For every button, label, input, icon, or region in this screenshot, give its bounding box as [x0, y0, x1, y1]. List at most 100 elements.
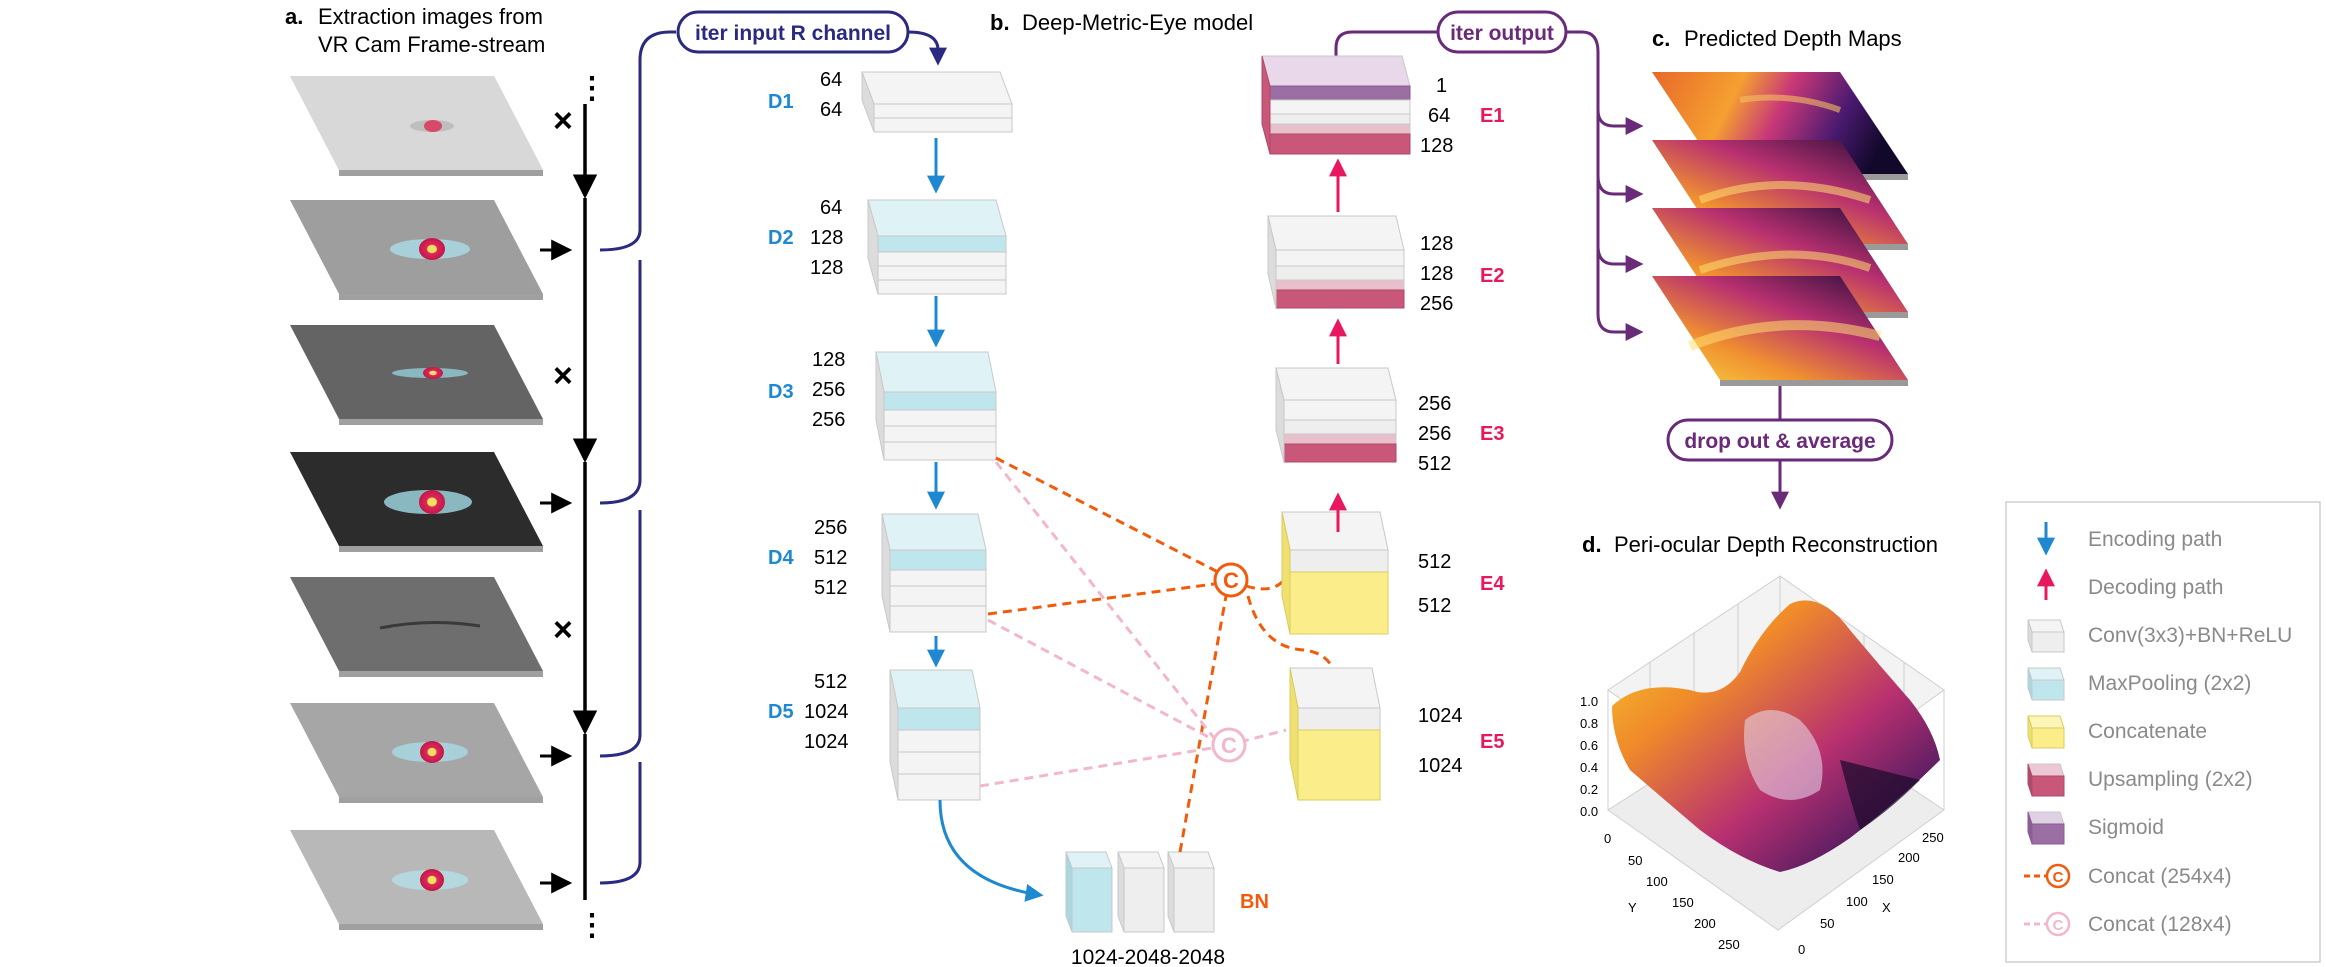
legend-label-conv: Conv(3x3)+BN+ReLU: [2088, 624, 2292, 647]
bottleneck-dims: 1024-2048-2048: [1071, 946, 1225, 967]
legend-label-upsampling: Upsampling (2x2): [2088, 768, 2253, 791]
panel-a-title-line2: VR Cam Frame-stream: [318, 32, 545, 57]
y-tick-5: 200: [1694, 916, 1716, 931]
e5-channel-2: 1024: [1418, 755, 1463, 777]
iter-output-label: iter output: [1450, 22, 1554, 45]
x-tick-2: 50: [1820, 916, 1834, 931]
encoder-block-d5: [889, 669, 981, 801]
e2-channel-3: 256: [1420, 293, 1453, 315]
panel-a: a. Extraction images from VR Cam Frame-s…: [285, 4, 676, 942]
panel-c-letter: c.: [1652, 26, 1670, 51]
d5-channel-1: 512: [814, 671, 847, 693]
frame-3: [290, 325, 543, 425]
legend-label-sigmoid: Sigmoid: [2088, 816, 2164, 839]
purple-block-icon: [2027, 811, 2065, 845]
y-axis-label: Y: [1628, 900, 1637, 915]
fan-arrows: [1566, 30, 1644, 341]
d3-channel-2: 256: [812, 379, 845, 401]
ellipsis-bottom: ⋮: [577, 909, 607, 942]
bracket-connector: [599, 30, 676, 252]
d4-channel-2: 512: [814, 547, 847, 569]
d2-channel-1: 64: [820, 197, 842, 219]
iter-output-link: [1334, 30, 1438, 72]
decoder-block-e2: [1267, 215, 1405, 309]
panel-a-title-line1: Extraction images from: [318, 4, 543, 29]
panel-b-letter: b.: [990, 10, 1010, 35]
encoder-block-d3: [875, 351, 997, 461]
reject-mark-1: ×: [553, 102, 573, 140]
d4-channel-3: 512: [814, 577, 847, 599]
dropout-label: drop out & average: [1684, 430, 1875, 453]
e4-channel-2: 512: [1418, 595, 1451, 617]
panel-d-letter: d.: [1582, 532, 1602, 557]
x-axis-label: X: [1882, 900, 1891, 915]
legend-labels: Encoding path Decoding path Conv(3x3)+BN…: [2088, 528, 2292, 936]
e5-channel-1: 1024: [1418, 705, 1463, 727]
svg-text:C: C: [2053, 917, 2064, 934]
legend-label-concat-128: Concat (128x4): [2088, 913, 2232, 936]
x-tick-4: 150: [1872, 872, 1894, 887]
encoder-block-d1: [861, 71, 1013, 133]
encoder-block-d2: [867, 199, 1007, 295]
light-pink-concat-icon: C: [2024, 911, 2071, 937]
bottleneck-blocks: [1065, 851, 1215, 933]
e2-channel-2: 128: [1420, 263, 1453, 285]
d5-channel-2: 1024: [804, 701, 849, 723]
iter-input-arrow: [907, 30, 947, 66]
yellow-block-icon: [2027, 715, 2065, 749]
decoder-block-e5: [1289, 667, 1381, 801]
z-axis-ticks: 1.0 0.8 0.6 0.4 0.2 0.0: [1580, 694, 1598, 819]
orange-concat-icon: C: [2024, 863, 2071, 889]
decoder-block-e1: [1261, 55, 1411, 155]
z-tick-3: 0.6: [1580, 738, 1598, 753]
y-tick-4: 150: [1672, 895, 1694, 910]
d2-channel-2: 128: [810, 227, 843, 249]
z-tick-1: 1.0: [1580, 694, 1598, 709]
e1-channel-2: 64: [1428, 105, 1450, 127]
x-tick-1: 0: [1798, 942, 1805, 957]
surface-shadow: [1840, 760, 1920, 830]
e1-channel-3: 128: [1420, 135, 1453, 157]
svg-text:C: C: [1223, 568, 1239, 593]
y-axis-ticks: 0 50 100 150 200 250: [1604, 831, 1740, 952]
frame-6: [290, 703, 543, 803]
encoder-name-d1: D1: [768, 91, 794, 113]
reject-mark-2: ×: [553, 357, 573, 395]
d3-channel-1: 128: [812, 349, 845, 371]
e1-channel-1: 1: [1436, 75, 1447, 97]
decoder-name-e2: E2: [1480, 265, 1504, 287]
x-tick-5: 200: [1898, 850, 1920, 865]
d4-channel-1: 256: [814, 517, 847, 539]
encoder-block-d4: [881, 513, 987, 633]
bottleneck-arrow: [938, 799, 1044, 902]
y-tick-6: 250: [1718, 937, 1740, 952]
legend-label-concat-254: Concat (254x4): [2088, 865, 2232, 888]
rose-block-icon: [2027, 763, 2065, 797]
d5-channel-3: 1024: [804, 731, 849, 753]
surface-highlight: [1744, 710, 1823, 800]
decoder-block-e4: [1281, 511, 1389, 635]
bottleneck-label: BN: [1240, 891, 1269, 913]
frame-1: [290, 76, 543, 176]
z-tick-2: 0.8: [1580, 716, 1598, 731]
pink-concat-node: C: [1211, 727, 1247, 763]
z-tick-5: 0.2: [1580, 782, 1598, 797]
legend-label-decoding: Decoding path: [2088, 576, 2223, 599]
e2-channel-1: 128: [1420, 233, 1453, 255]
ellipsis-top: ⋮: [577, 72, 607, 105]
e4-channel-1: 512: [1418, 551, 1451, 573]
panel-d-title: Peri-ocular Depth Reconstruction: [1614, 532, 1938, 557]
d1-channel-1: 64: [820, 69, 842, 91]
depth-map-4: [1652, 276, 1908, 386]
legend: C C Encoding path Decoding path Conv(3x3…: [2005, 501, 2321, 963]
panel-c-title: Predicted Depth Maps: [1684, 26, 1902, 51]
d3-channel-3: 256: [812, 409, 845, 431]
svg-text:C: C: [2053, 869, 2064, 886]
y-tick-3: 100: [1646, 874, 1668, 889]
panel-a-letter: a.: [285, 4, 303, 29]
encoder-name-d3: D3: [768, 381, 794, 403]
legend-label-concatenate: Concatenate: [2088, 720, 2207, 743]
z-tick-4: 0.4: [1580, 760, 1598, 775]
encoder-name-d5: D5: [768, 701, 794, 723]
frame-5: [290, 577, 543, 677]
